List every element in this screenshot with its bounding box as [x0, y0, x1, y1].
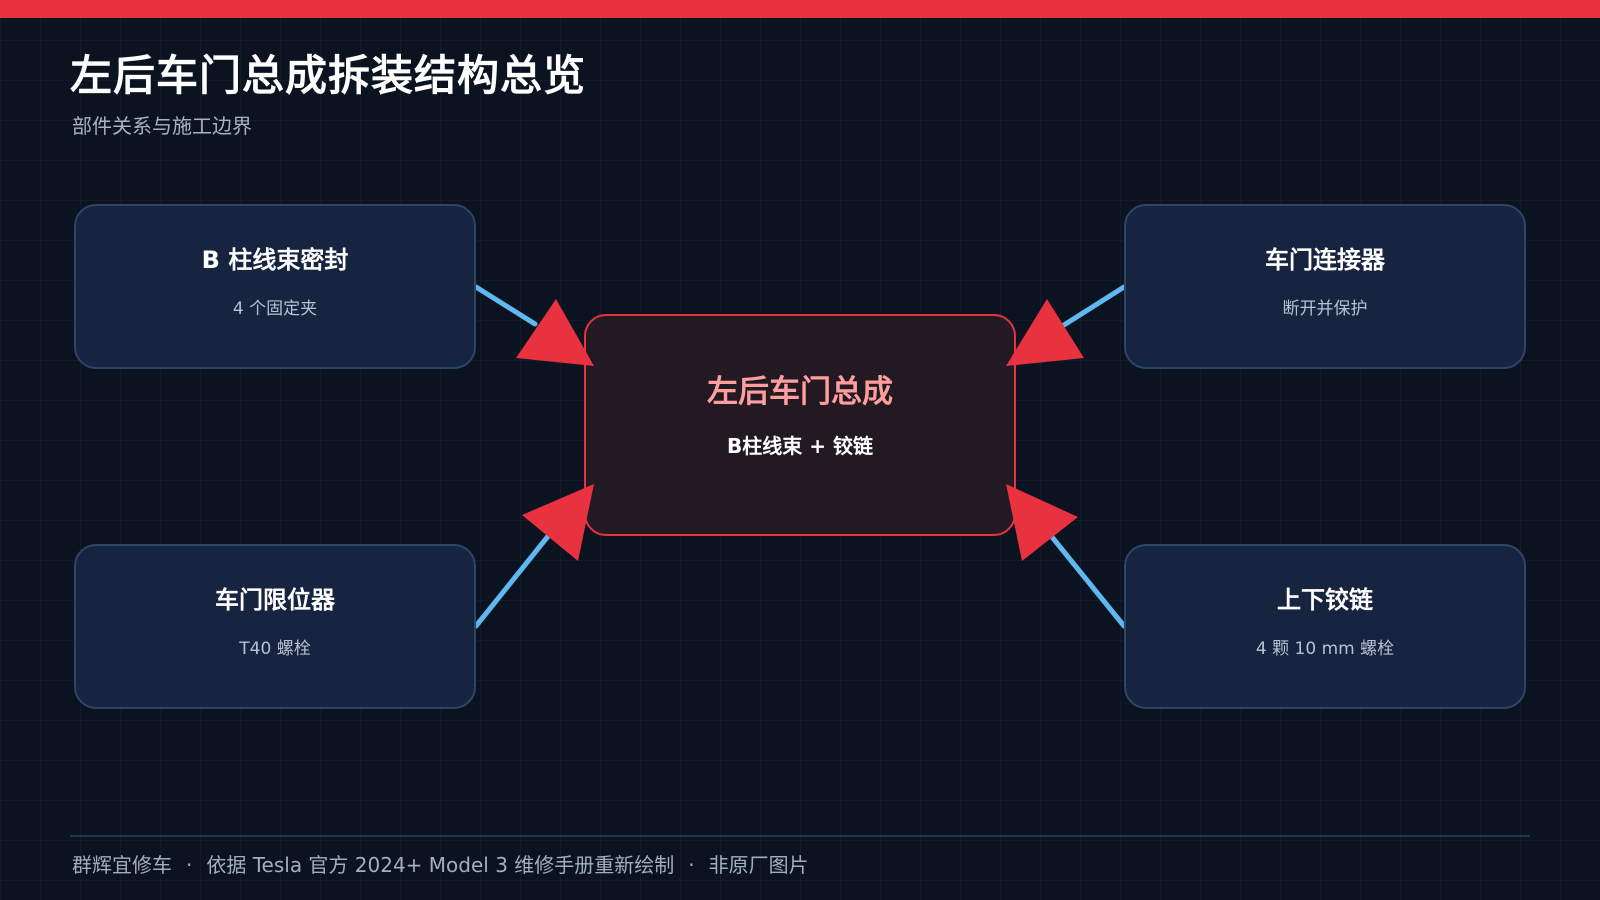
- node-title: B 柱线束密封: [201, 246, 349, 274]
- connector-line-bottom-right: [1049, 534, 1127, 629]
- node-description: 断开并保护: [1282, 299, 1368, 319]
- node-description: T40 螺栓: [239, 639, 311, 659]
- node-door-connector: 车门连接器 断开并保护: [1124, 204, 1526, 369]
- node-description: 4 个固定夹: [232, 299, 318, 319]
- node-description: 4 颗 10 mm 螺栓: [1255, 639, 1395, 659]
- node-b-pillar-harness-seal: B 柱线束密封 4 个固定夹: [74, 204, 476, 369]
- page-subtitle: 部件关系与施工边界: [72, 114, 252, 138]
- node-title: 车门限位器: [215, 586, 335, 614]
- connector-line-top-right: [1061, 284, 1127, 328]
- footer-disclaimer: 非原厂图片: [708, 853, 809, 877]
- connector-line-top-left: [473, 284, 538, 327]
- center-node-subtitle: B柱线束 + 铰链: [727, 434, 873, 458]
- center-node-title: 左后车门总成: [707, 374, 893, 410]
- page-title: 左后车门总成拆装结构总览: [70, 51, 587, 100]
- connector-line-bottom-left: [473, 532, 552, 629]
- footer-separator: ·: [688, 853, 695, 877]
- footer-separator: ·: [186, 853, 193, 877]
- center-node-door-assembly: 左后车门总成 B柱线束 + 铰链: [584, 314, 1016, 536]
- footer-divider: [70, 835, 1530, 837]
- node-title: 车门连接器: [1265, 246, 1385, 274]
- footer-brand: 群辉宜修车: [72, 853, 172, 877]
- node-door-check-strap: 车门限位器 T40 螺栓: [74, 544, 476, 709]
- footer-credits: 群辉宜修车 · 依据 Tesla 官方 2024+ Model 3 维修手册重新绘制…: [72, 849, 809, 878]
- footer-source: 依据 Tesla 官方 2024+ Model 3 维修手册重新绘制: [206, 853, 675, 877]
- node-title: 上下铰链: [1277, 586, 1373, 614]
- top-accent-bar: [0, 0, 1600, 18]
- node-upper-lower-hinges: 上下铰链 4 颗 10 mm 螺栓: [1124, 544, 1526, 709]
